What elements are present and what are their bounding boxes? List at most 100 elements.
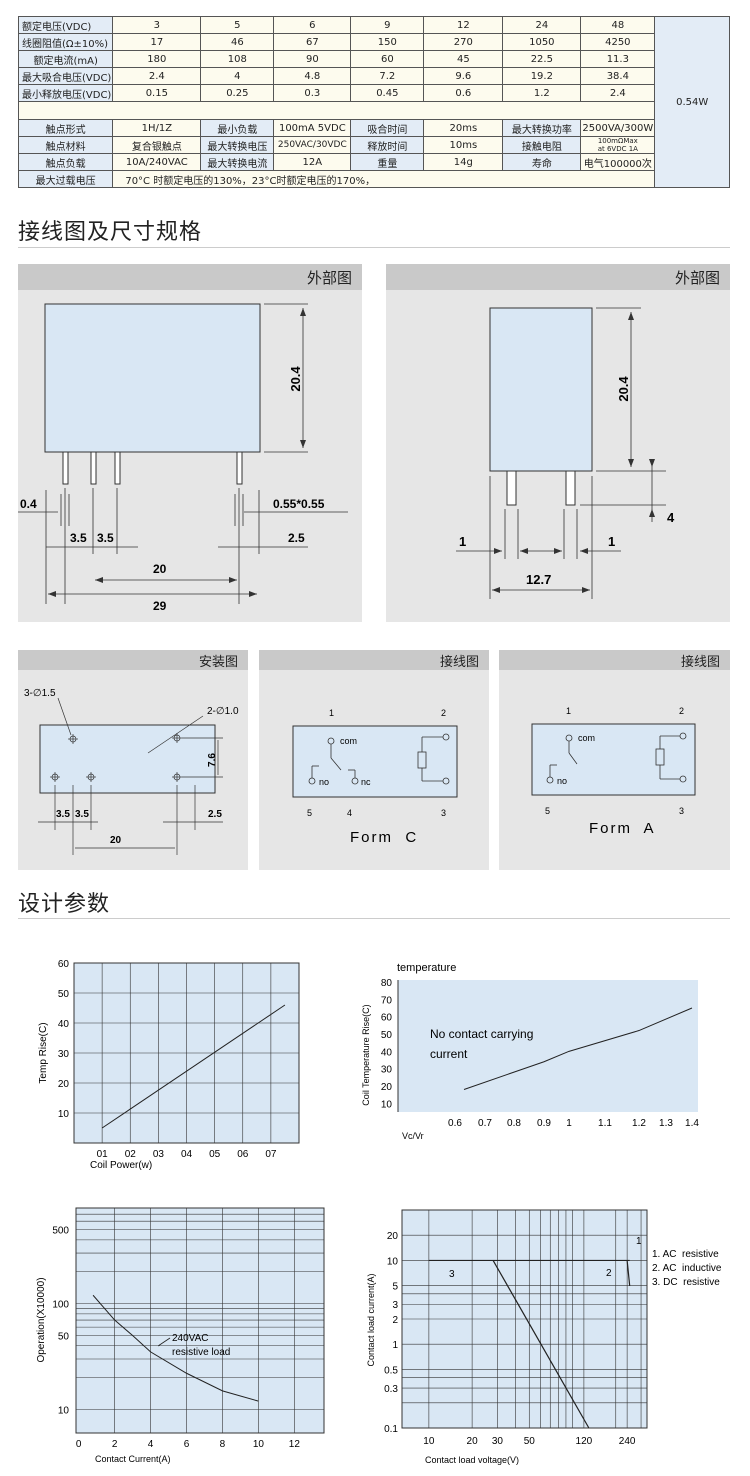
dim-v: 7.6 <box>207 753 218 767</box>
legend-3: 3. DC resistive <box>652 1277 720 1288</box>
series-line <box>101 1004 286 1129</box>
x-tick-label: 0 <box>76 1439 82 1450</box>
x-tick-label: 0.8 <box>507 1118 521 1129</box>
cell: 2.4 <box>580 84 656 102</box>
dim-w: 12.7 <box>526 572 551 587</box>
y-tick-label: 80 <box>381 978 393 989</box>
annotation-line-1: 240VAC <box>172 1333 209 1344</box>
dim-c: 2.5 <box>208 809 222 820</box>
chart-title: temperature <box>397 962 456 974</box>
series-line <box>92 1294 259 1402</box>
dim-height: 20.4 <box>616 376 631 402</box>
install-drawing: 3-∅1.5 2-∅1.0 7.6 3.5 3.5 2.5 20 <box>24 688 239 855</box>
row-label: 接触电阻 <box>502 136 582 154</box>
dim-pinsize: 0.55*0.55 <box>273 497 325 511</box>
label-com: com <box>340 736 357 746</box>
row-label: 最大转换电流 <box>200 153 275 171</box>
cell: 108 <box>200 50 275 68</box>
x-tick-label: 07 <box>265 1149 277 1160</box>
x-tick-label: 50 <box>524 1436 536 1447</box>
y-tick-label: 0.3 <box>384 1384 398 1395</box>
panel-header: 外部图 <box>386 264 730 290</box>
row-label: 触点形式 <box>17 119 114 137</box>
panel-header: 接线图 <box>259 650 489 670</box>
y-tick-label: 10 <box>58 1406 70 1417</box>
cell: 150 <box>350 33 425 51</box>
x-axis-label: Vc/Vr <box>402 1131 424 1141</box>
y-tick-label: 50 <box>58 989 70 1000</box>
y-tick-label: 5 <box>392 1282 398 1293</box>
spec-row-contact-form: 触点形式 1H/1Z 最小负载 100mA 5VDC 吸合时间 20ms 最大转… <box>17 119 730 137</box>
panel-header: 外部图 <box>18 264 362 290</box>
cell: 9.6 <box>423 67 504 85</box>
y-axis-label: Operation(X10000) <box>36 1277 47 1362</box>
panel-external-1: 外部图 20.4 0.4 0.55*0.55 3.5 3.5 <box>18 264 362 622</box>
x-tick-label: 10 <box>253 1439 265 1450</box>
cell: 3 <box>112 16 202 34</box>
x-tick-label: 1.3 <box>659 1118 673 1129</box>
row-label: 额定电流(mA) <box>17 50 114 68</box>
dim-a: 3.5 <box>56 809 70 820</box>
x-tick-label: 1.4 <box>685 1118 699 1129</box>
cell: 45 <box>423 50 504 68</box>
cell: 100mA 5VDC <box>273 119 352 137</box>
y-tick-label: 10 <box>387 1256 399 1267</box>
dim-g: 1 <box>459 534 466 549</box>
x-axis-label: Coil Power(w) <box>90 1160 152 1171</box>
pin-1: 1 <box>566 706 571 716</box>
panel-external-2: 外部图 20.4 4 1 1 12.7 <box>386 264 730 622</box>
x-tick-label: 0.6 <box>448 1118 462 1129</box>
cell: 0.25 <box>200 84 275 102</box>
y-tick-label: 20 <box>58 1079 70 1090</box>
dim-b: 3.5 <box>75 809 89 820</box>
x-tick-label: 10 <box>423 1436 435 1447</box>
dim-c: 2.5 <box>288 531 305 545</box>
dim-b: 3.5 <box>97 531 114 545</box>
panel-header: 接线图 <box>499 650 730 670</box>
panel-title: 外部图 <box>674 269 720 287</box>
dim-a: 3.5 <box>70 531 87 545</box>
x-tick-label: 04 <box>181 1149 193 1160</box>
section-title-design: 设计参数 <box>18 892 111 917</box>
y-tick-label: 3 <box>392 1300 398 1311</box>
panel-wiring-formc: 接线图 1 2 3 4 5 com no nc Form C <box>259 650 489 870</box>
cell: 0.45 <box>350 84 425 102</box>
x-tick-label: 20 <box>467 1436 479 1447</box>
y-tick-label: 2 <box>392 1315 398 1326</box>
cell: 4250 <box>580 33 656 51</box>
series-label-1: 1 <box>636 1236 642 1247</box>
panel-title: 接线图 <box>439 655 479 670</box>
row-label: 最大转换功率 <box>502 119 582 137</box>
cell: 9 <box>350 16 425 34</box>
panel-install: 安装图 3-∅1.5 2-∅1.0 7.6 3.5 3.5 2.5 20 <box>18 650 248 870</box>
cell: 70°C 时额定电压的130%，23°C时额定电压的170%， <box>112 170 656 188</box>
divider <box>18 247 730 248</box>
cell: 12A <box>273 153 352 171</box>
spec-row-contact-load: 触点负载 10A/240VAC 最大转换电流 12A 重量 14g 寿命 电气1… <box>17 153 730 171</box>
cell: 48 <box>580 16 656 34</box>
y-tick-label: 500 <box>52 1226 69 1237</box>
cell: 22.5 <box>502 50 582 68</box>
x-tick-label: 1.2 <box>632 1118 646 1129</box>
label-no: no <box>319 777 329 787</box>
annotation-line-2: current <box>430 1047 468 1061</box>
cell: 1050 <box>502 33 582 51</box>
cell-line: at 6VDC 1A <box>597 145 638 153</box>
cell: 270 <box>423 33 504 51</box>
y-tick-label: 70 <box>381 995 393 1006</box>
x-axis-label: Contact load voltage(V) <box>425 1455 519 1465</box>
row-label: 最大过载电压 <box>17 170 114 188</box>
spec-table: 额定电压(VDC) 3 5 6 9 12 24 48 0.54W 线圈阻值(Ω±… <box>17 16 730 188</box>
forma-drawing: 1 2 3 5 com no Form A <box>531 706 696 837</box>
dim-height: 20.4 <box>288 366 303 392</box>
spec-row-release-voltage: 最小释放电压(VDC) 0.15 0.25 0.3 0.45 0.6 1.2 2… <box>17 84 730 102</box>
panel-title: 外部图 <box>306 269 352 287</box>
pin-1: 1 <box>329 708 334 718</box>
series-label-3: 3 <box>449 1269 455 1280</box>
x-tick-label: 2 <box>112 1439 118 1450</box>
dim-i: 1 <box>608 534 615 549</box>
x-tick-label: 1 <box>566 1118 572 1129</box>
cell: 17 <box>112 33 202 51</box>
